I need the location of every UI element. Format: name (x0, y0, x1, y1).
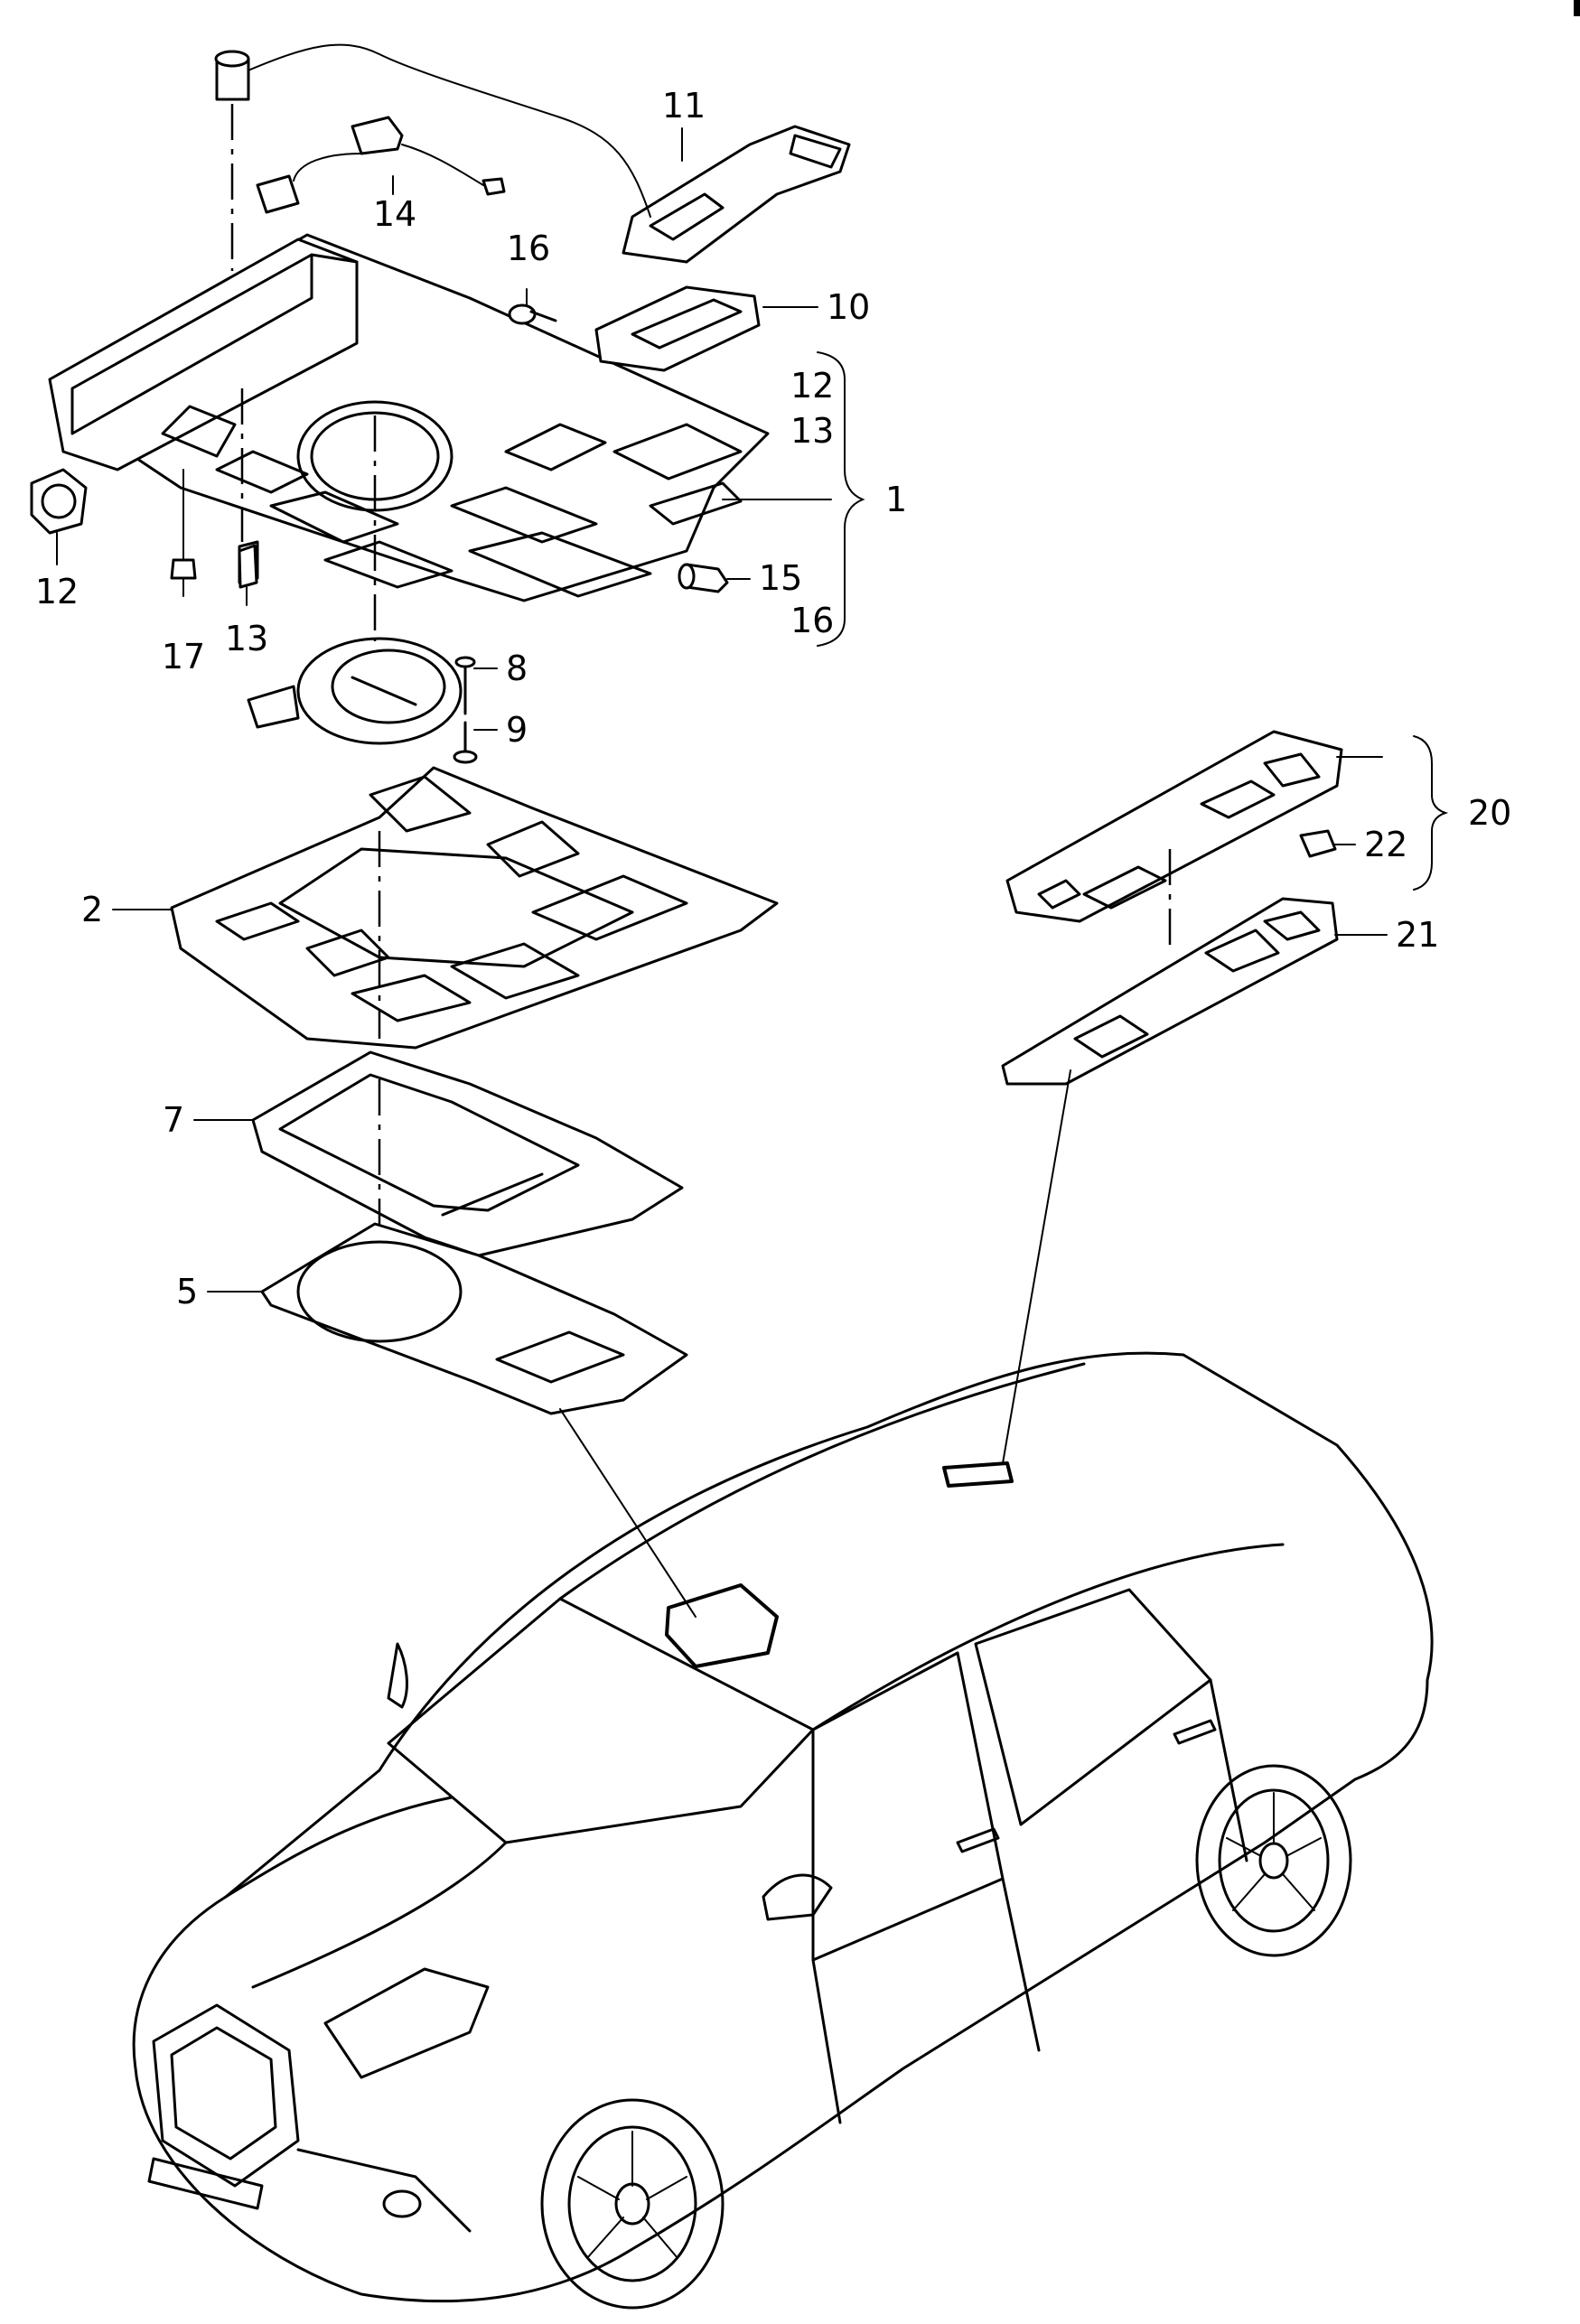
corner-mark (1574, 0, 1580, 16)
callout-1: 1 (885, 480, 907, 519)
callout-17: 17 (162, 637, 205, 677)
callout-16: 16 (507, 229, 550, 268)
callout-13-group: 13 (790, 411, 834, 451)
lamp-housing-part-10 (594, 285, 761, 372)
car-illustration (132, 1351, 1434, 2310)
callout-16-group: 16 (790, 601, 834, 640)
connector-part-14 (256, 116, 506, 214)
callout-14: 14 (373, 194, 416, 234)
speaker-part-8 (247, 637, 463, 745)
callout-13: 13 (225, 619, 268, 658)
callout-12: 12 (35, 572, 79, 611)
panel-part-5 (260, 1222, 688, 1415)
leader-lines (56, 127, 1449, 1293)
callout-8: 8 (506, 649, 528, 688)
screws-part-9 (453, 656, 478, 764)
callout-22: 22 (1364, 825, 1407, 864)
cylinder-part (214, 50, 250, 101)
bulb-part-15 (678, 563, 729, 593)
bulb-part-22 (1299, 829, 1337, 858)
clip-part-13 (238, 544, 258, 589)
callout-20: 20 (1468, 793, 1511, 833)
callout-2: 2 (81, 890, 103, 929)
callout-10: 10 (827, 287, 870, 327)
roof-module-assembly (48, 233, 770, 602)
bulb-part-16 (508, 303, 557, 325)
panel-part-7 (251, 1050, 684, 1257)
lens-cover-part-21 (1001, 897, 1339, 1086)
callout-11: 11 (662, 86, 706, 126)
screw-part-17 (170, 469, 197, 580)
callout-7: 7 (163, 1100, 184, 1140)
headliner-part-2 (170, 766, 779, 1050)
lamp-assembly-part-20 (1005, 730, 1343, 923)
callout-21: 21 (1396, 915, 1439, 955)
callout-5: 5 (176, 1272, 198, 1311)
callout-9: 9 (506, 710, 528, 750)
callout-15: 15 (759, 558, 802, 598)
callout-labels: 1 2 5 7 8 9 10 11 12 12 13 13 14 15 16 1… (35, 86, 1512, 1311)
callout-12-group: 12 (790, 366, 834, 406)
clip-part-12 (30, 468, 88, 535)
bracket-part-11 (243, 43, 851, 264)
